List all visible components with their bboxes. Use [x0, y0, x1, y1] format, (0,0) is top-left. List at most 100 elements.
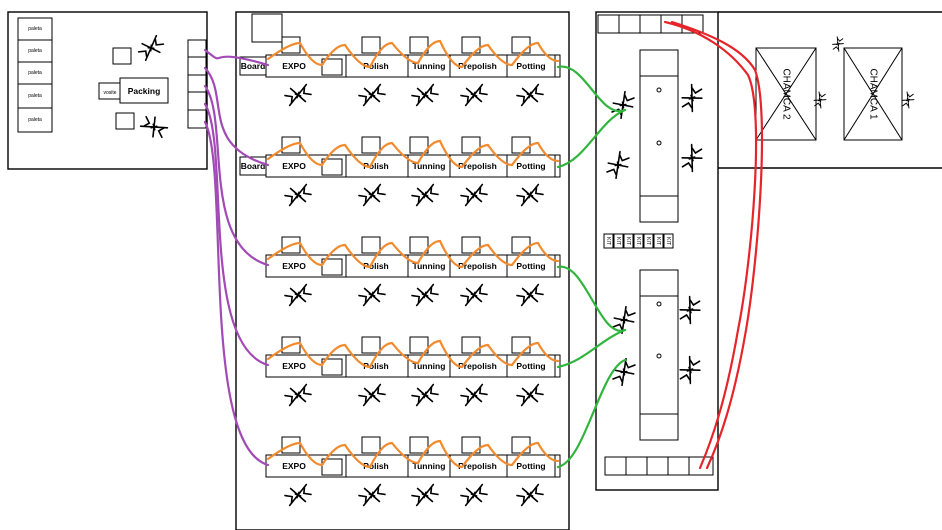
kit-label: KIT: [605, 237, 611, 245]
station-label: Prepolish: [458, 461, 497, 471]
kit-slot: [613, 233, 624, 249]
station-label: Prepolish: [458, 161, 497, 171]
material-bin: [361, 36, 381, 54]
material-bin: [461, 336, 481, 354]
packing-output-shelf: [187, 39, 207, 129]
packing-station: [119, 77, 169, 104]
station-label: Polish: [363, 361, 389, 371]
green-flow-line: [556, 358, 627, 469]
kit-slot: [603, 233, 614, 249]
station-label: Potting: [516, 361, 545, 371]
station-label: Potting: [516, 61, 545, 71]
kit-slot: [633, 233, 644, 249]
chamber-label: CHAMCA 2: [780, 68, 791, 120]
kit-label: KIT: [665, 237, 671, 245]
purple-flow-line: [203, 120, 270, 467]
station-label: Tunning: [413, 461, 446, 471]
green-flow-line: [556, 108, 627, 169]
kit-label: KIT: [645, 237, 651, 245]
pallet-label: paleta: [28, 48, 42, 54]
material-bin: [461, 136, 481, 154]
buffer-box: [321, 58, 343, 76]
station-label: Potting: [516, 161, 545, 171]
purple-flow-line: [203, 102, 270, 367]
material-bin: [361, 136, 381, 154]
chamber-label: CHAMCA 1: [867, 68, 878, 120]
purple-flow-line: [203, 84, 270, 267]
buffer-box: [321, 358, 343, 376]
kit-slot: [663, 233, 674, 249]
orange-flow-line: [266, 439, 560, 469]
pallet-shelves: paleta paleta paleta paleta paleta: [17, 17, 53, 133]
orange-flow-line: [266, 139, 560, 169]
board-label: Board: [241, 161, 266, 171]
station-label: Prepolish: [458, 61, 497, 71]
purple-flow-line: [203, 66, 270, 167]
board-label: Board: [241, 61, 266, 71]
chamber-flow: [663, 20, 764, 470]
purple-flow-line: [203, 48, 270, 67]
station-label: Polish: [363, 61, 389, 71]
pallet-label: paleta: [28, 26, 42, 32]
material-bin: [361, 436, 381, 454]
small-station-label: vosite: [103, 90, 116, 96]
chamber-2: CHAMCA 2: [755, 47, 817, 141]
station-label: Tunning: [413, 261, 446, 271]
chamber-1: CHAMCA 1: [843, 47, 903, 141]
material-bin: [409, 236, 429, 254]
green-flow-line: [556, 65, 627, 113]
station-label: EXPO: [282, 361, 306, 371]
buffer-box: [321, 158, 343, 176]
material-bin: [511, 36, 531, 54]
material-bin: [409, 136, 429, 154]
material-bin: [461, 36, 481, 54]
station-label: Tunning: [413, 161, 446, 171]
kit-label: KIT: [615, 237, 621, 245]
station-label: Prepolish: [458, 361, 497, 371]
production-line: Board EXPO Polish Tunning Prepolish Potting: [239, 136, 561, 210]
storage-box: [251, 13, 283, 43]
station-label: Polish: [363, 161, 389, 171]
material-bin: [461, 236, 481, 254]
buffer-box: [321, 458, 343, 476]
station-label: Tunning: [413, 361, 446, 371]
pallet-label: paleta: [28, 70, 42, 76]
orange-flow-line: [266, 339, 560, 369]
pallet-label: paleta: [28, 117, 42, 123]
material-bin: [511, 236, 531, 254]
packing-bin: [115, 112, 135, 130]
work-table-upper: [639, 49, 679, 223]
packing-area: paleta paleta paleta paleta paleta vosit…: [7, 11, 208, 170]
material-flow: [203, 39, 627, 469]
green-flow-line: [556, 265, 627, 332]
material-bin: [361, 236, 381, 254]
kit-slot: [653, 233, 664, 249]
kit-label: KIT: [655, 237, 661, 245]
station-label: Polish: [363, 261, 389, 271]
pallet-label: paleta: [28, 93, 42, 99]
packing-bin: [112, 47, 132, 65]
station-label: EXPO: [282, 261, 306, 271]
kit-slot: [623, 233, 634, 249]
material-bin: [461, 436, 481, 454]
station-label: EXPO: [282, 461, 306, 471]
orange-flow-line: [266, 39, 560, 69]
material-bin: [511, 336, 531, 354]
station-label: Tunning: [413, 61, 446, 71]
worker-icon: [830, 35, 846, 53]
station-label: Potting: [516, 461, 545, 471]
green-flow-line: [556, 328, 627, 369]
top-shelf: [597, 14, 704, 34]
orange-flow-line: [266, 239, 560, 269]
station-label: EXPO: [282, 161, 306, 171]
kit-label: KIT: [625, 237, 631, 245]
buffer-box: [321, 258, 343, 276]
material-bin: [409, 436, 429, 454]
station-label: EXPO: [282, 61, 306, 71]
station-label: Prepolish: [458, 261, 497, 271]
worker-icon: [899, 90, 917, 110]
material-bin: [409, 36, 429, 54]
kit-slot: [643, 233, 654, 249]
